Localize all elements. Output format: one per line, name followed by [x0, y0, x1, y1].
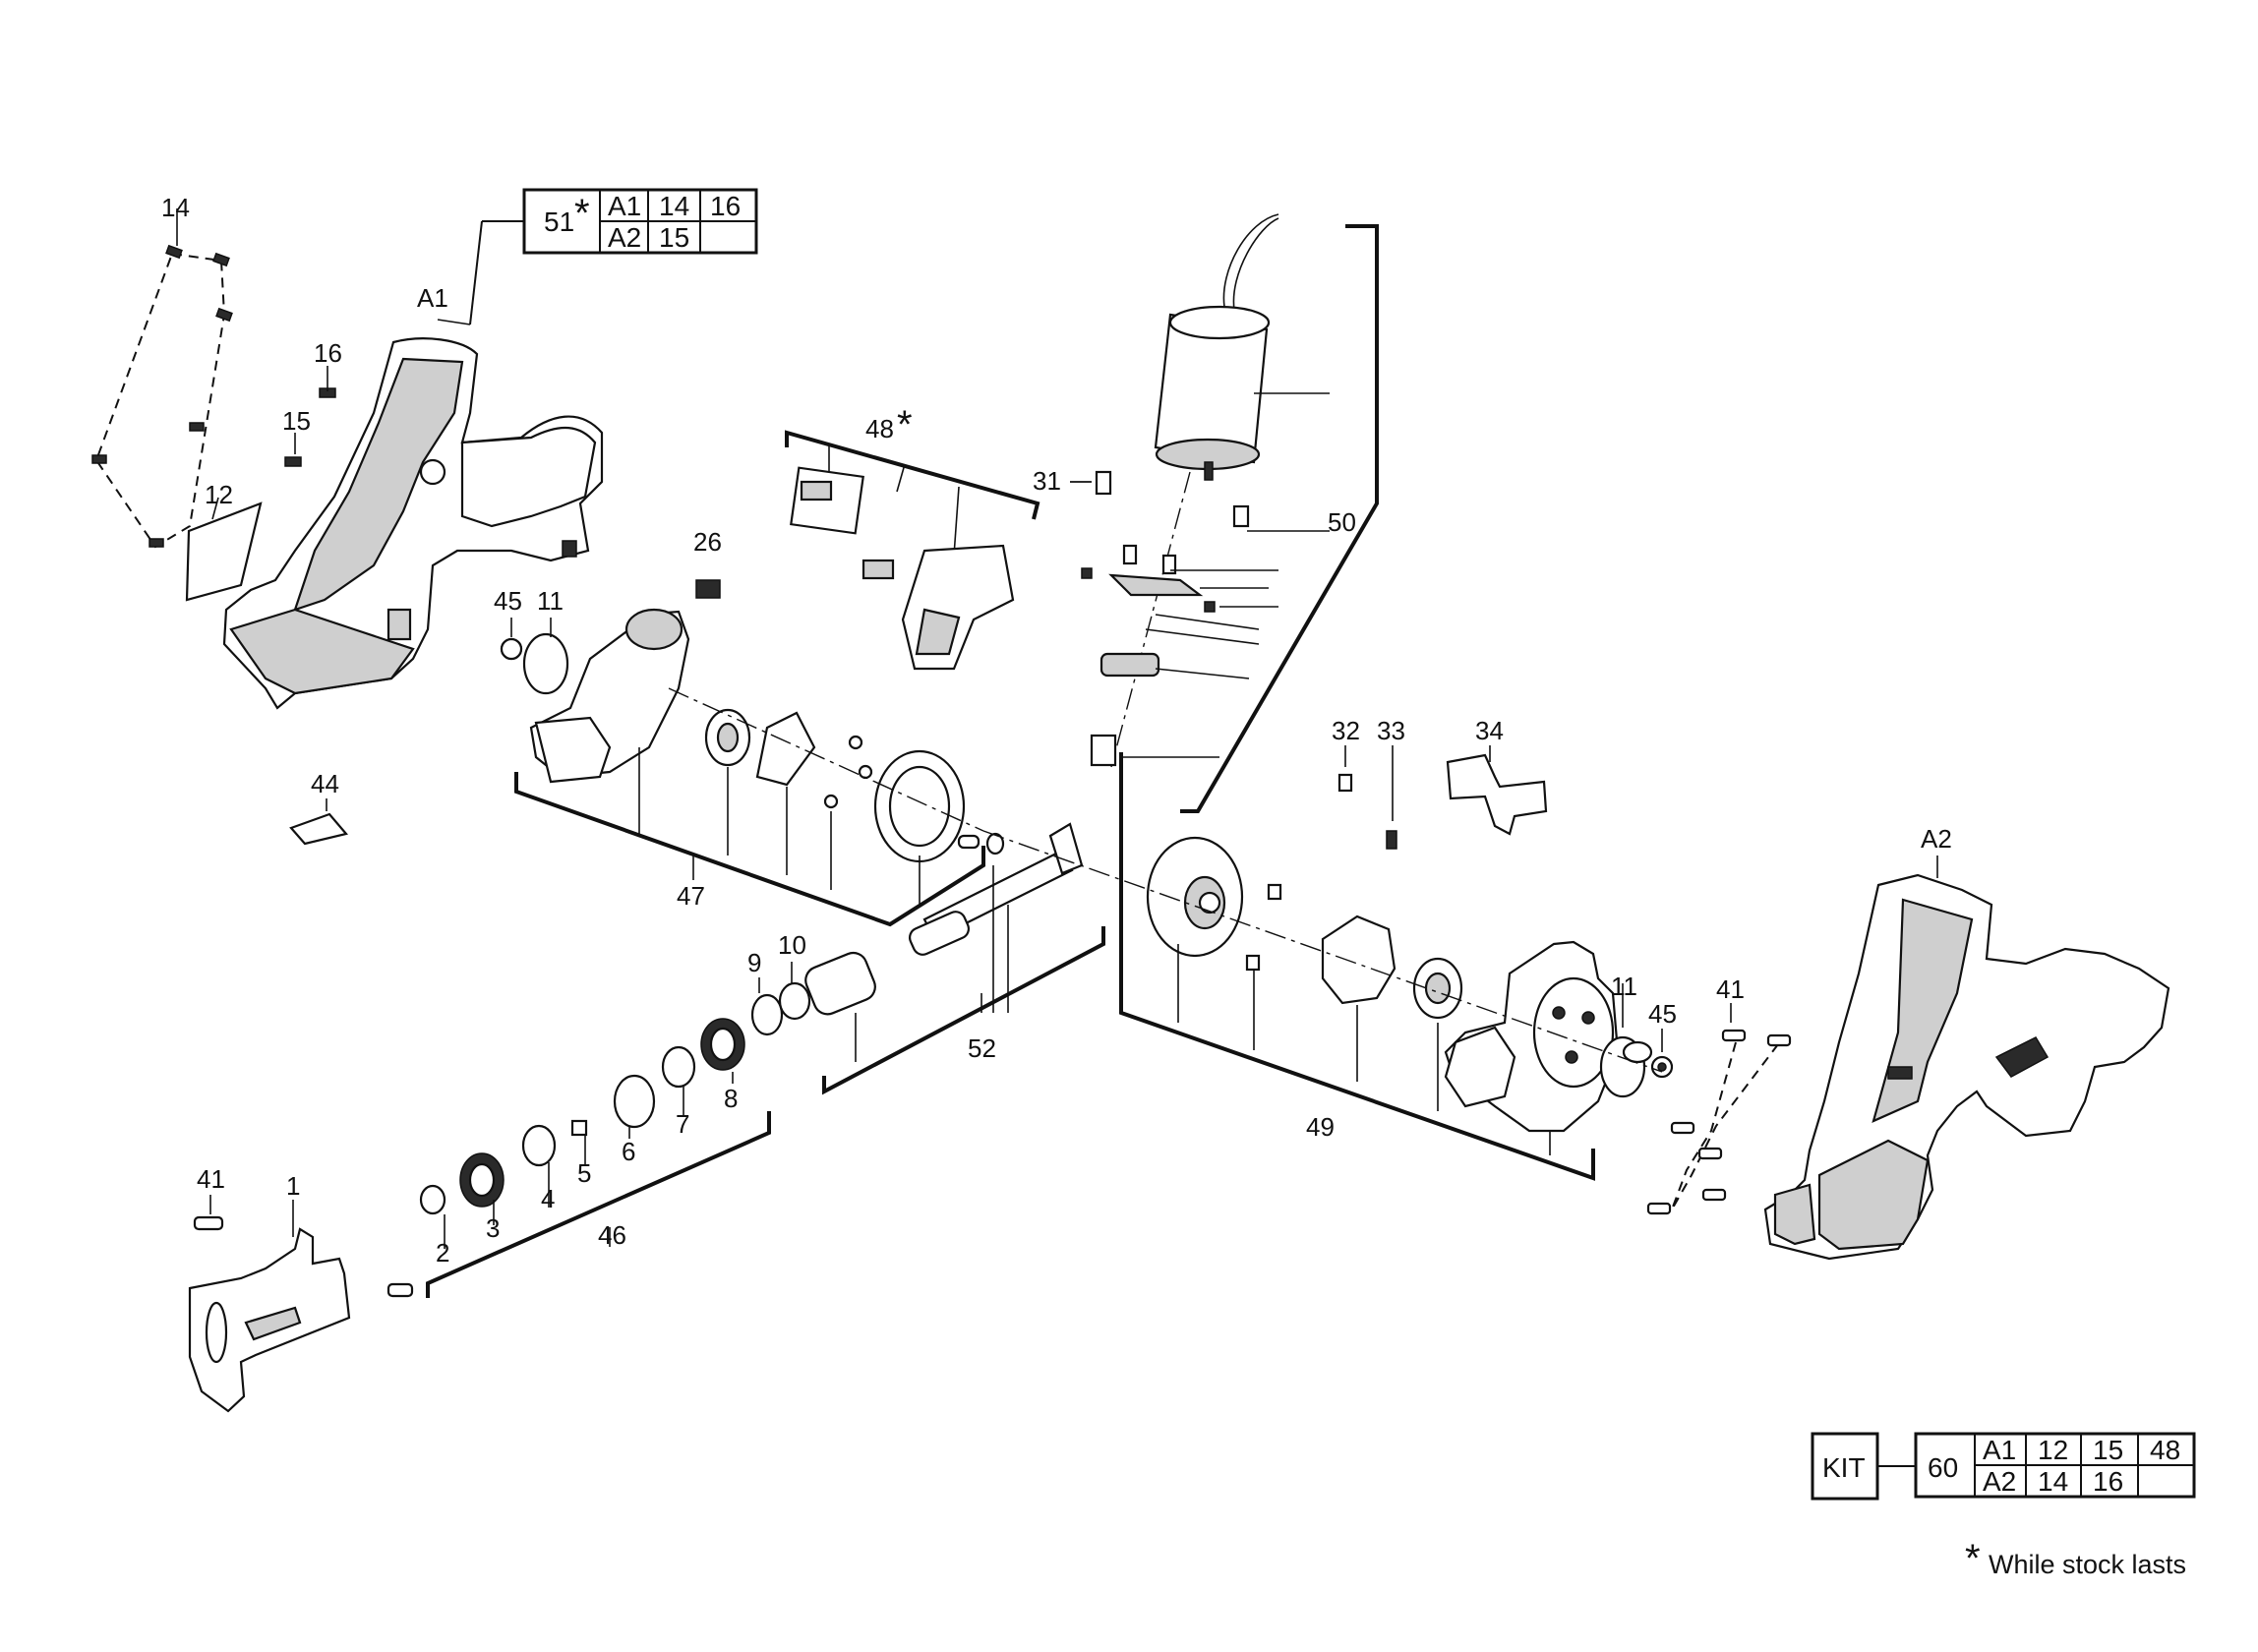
- callout-45-right: 45: [1648, 999, 1677, 1029]
- shoe-1-screw-41: [188, 1195, 414, 1413]
- callout-a2: A2: [1921, 824, 1952, 854]
- callout-a1: A1: [417, 283, 448, 313]
- kit-table-51: 51 * A1 14 16 A2 15: [469, 188, 758, 325]
- screw-set-41-right: [1646, 1003, 1792, 1215]
- kit-cell: 16: [2093, 1466, 2123, 1497]
- footnote-text: While stock lasts: [1989, 1550, 2186, 1579]
- callout-14: 14: [161, 193, 190, 222]
- kit-cell: 12: [2038, 1435, 2068, 1465]
- table51-cell: A2: [608, 222, 641, 253]
- callout-6: 6: [622, 1137, 635, 1166]
- front-set-46: [419, 1018, 771, 1298]
- callout-26: 26: [693, 527, 722, 557]
- seal-45-11-left: [500, 618, 552, 661]
- parts-32-33-34: [1337, 745, 1548, 850]
- screw-set-14-15-16: [91, 208, 336, 549]
- callout-48: 48: [865, 414, 894, 443]
- callout-5: 5: [577, 1158, 591, 1188]
- callout-4: 4: [541, 1184, 555, 1213]
- gear-housing-47: [500, 608, 985, 927]
- label-plate-12: [185, 497, 263, 602]
- callout-47: 47: [677, 881, 705, 911]
- callout-15: 15: [282, 406, 311, 436]
- kit-cell: 48: [2150, 1435, 2180, 1465]
- footnote-star: *: [1965, 1537, 1981, 1580]
- callout-12: 12: [205, 480, 233, 509]
- sleeve-9-10: [750, 962, 811, 1036]
- callout-44: 44: [311, 769, 339, 798]
- callout-8: 8: [724, 1084, 738, 1113]
- table51-cell: 14: [659, 191, 689, 221]
- table51-cell: A1: [608, 191, 641, 221]
- callout-41-left: 41: [197, 1164, 225, 1194]
- sticker-44: [289, 798, 349, 846]
- callout-41-right: 41: [1716, 974, 1745, 1004]
- kit-label: KIT: [1822, 1452, 1866, 1483]
- housing-half-a2: [1763, 856, 2170, 1261]
- callout-31: 31: [1033, 466, 1061, 496]
- spring-26: [695, 579, 721, 599]
- callout-49: 49: [1306, 1112, 1335, 1142]
- footnote: * While stock lasts: [1965, 1537, 2186, 1580]
- callout-10: 10: [778, 930, 806, 960]
- table51-cell: 15: [659, 222, 689, 253]
- plunger-52: [804, 822, 1105, 1095]
- callout-7: 7: [676, 1109, 689, 1139]
- kit-cell: 14: [2038, 1466, 2068, 1497]
- callout-labels: 14 A1 16 15 12 48 * 26 31 50 45 11 44 47…: [161, 193, 1952, 1268]
- callout-52: 52: [968, 1033, 996, 1063]
- callout-9: 9: [747, 948, 761, 977]
- callout-11-right: 11: [1611, 972, 1637, 1001]
- callout-1: 1: [286, 1171, 300, 1201]
- kit-cell: A1: [1983, 1435, 2016, 1465]
- callout-2: 2: [436, 1238, 449, 1268]
- table51-id: 51: [544, 206, 574, 237]
- gear-housing-49: [982, 752, 1674, 1181]
- callout-50: 50: [1328, 507, 1356, 537]
- callout-16: 16: [314, 338, 342, 368]
- table51-cell: 16: [710, 191, 741, 221]
- callout-46: 46: [598, 1220, 626, 1250]
- kit-table-60: KIT 60 A1 12 15 48 A2 14 16: [1811, 1432, 2196, 1501]
- kit-cell: A2: [1983, 1466, 2016, 1497]
- callout-33: 33: [1377, 716, 1405, 745]
- callout-32: 32: [1332, 716, 1360, 745]
- switch-assembly-48: [785, 430, 1040, 671]
- table51-star: *: [574, 192, 590, 235]
- callout-48-star: *: [897, 403, 913, 446]
- callout-3: 3: [486, 1213, 500, 1243]
- callout-34: 34: [1475, 716, 1504, 745]
- kit-cell: 15: [2093, 1435, 2123, 1465]
- housing-half-a1: [222, 319, 604, 710]
- callout-11: 11: [537, 586, 564, 616]
- callout-45: 45: [494, 586, 522, 616]
- kit-id: 60: [1928, 1452, 1958, 1483]
- motor-assembly-50: [1070, 213, 1379, 813]
